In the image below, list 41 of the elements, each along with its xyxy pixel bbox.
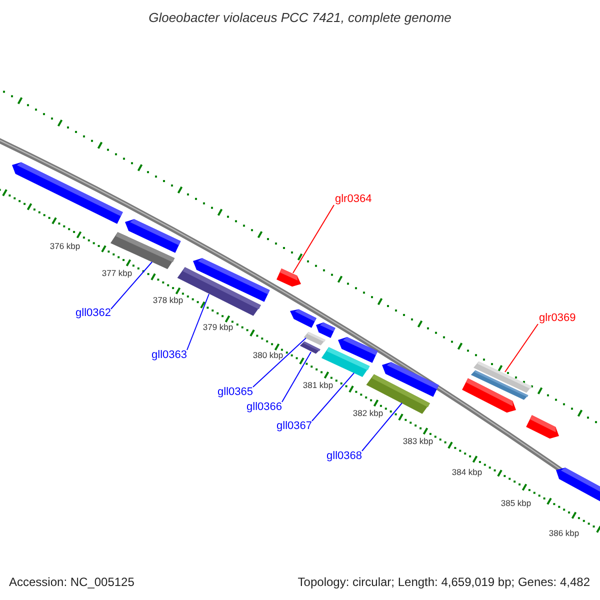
gene-label: gll0363 <box>152 349 187 361</box>
leader-line <box>252 338 306 388</box>
gene-label: gll0367 <box>276 420 312 432</box>
tick-label: 376 kbp <box>50 241 80 251</box>
gene-label: gll0365 <box>218 386 253 398</box>
title: Gloeobacter violaceus PCC 7421, complete genome <box>148 10 452 26</box>
tick-label: 378 kbp <box>152 295 184 305</box>
tick-label: 386 kbp <box>548 528 580 538</box>
leader-line <box>110 262 152 310</box>
gene-block <box>526 415 559 439</box>
gene-block <box>316 322 336 338</box>
leader-line <box>292 204 334 274</box>
leader-line <box>282 352 312 402</box>
gene-label: glr0364 <box>335 193 372 205</box>
tick-label: 384 kbp <box>452 467 482 477</box>
gene-label: gll0366 <box>246 401 282 413</box>
accession-text: Accession: NC_005125 <box>9 575 134 589</box>
tick-label: 377 kbp <box>102 268 132 278</box>
tick-label: 379 kbp <box>202 322 234 332</box>
gene-block <box>321 347 370 378</box>
gene-block <box>290 309 316 328</box>
gene-block <box>110 232 175 270</box>
leader-line <box>312 372 354 422</box>
leader-line <box>186 294 210 350</box>
tick-label: 381 kbp <box>302 380 334 390</box>
gene-block <box>12 162 123 224</box>
gene-block <box>304 332 326 346</box>
tick-label: 385 kbp <box>500 498 532 508</box>
gene-label: glr0369 <box>539 312 576 324</box>
gene-block <box>276 268 301 287</box>
gene-block <box>556 468 600 502</box>
leader-line <box>362 402 402 452</box>
tick-label: 382 kbp <box>352 408 384 418</box>
gene-block <box>462 378 516 413</box>
leader-line <box>504 324 538 372</box>
summary-text: Topology: circular; Length: 4,659,019 bp; Genes: 4,482 <box>298 575 590 589</box>
gene-block <box>300 341 320 354</box>
tick-label: 380 kbp <box>252 350 284 360</box>
tick-label: 383 kbp <box>402 436 434 446</box>
gene-label: gll0362 <box>76 307 111 319</box>
gene-label: gll0368 <box>326 450 362 462</box>
